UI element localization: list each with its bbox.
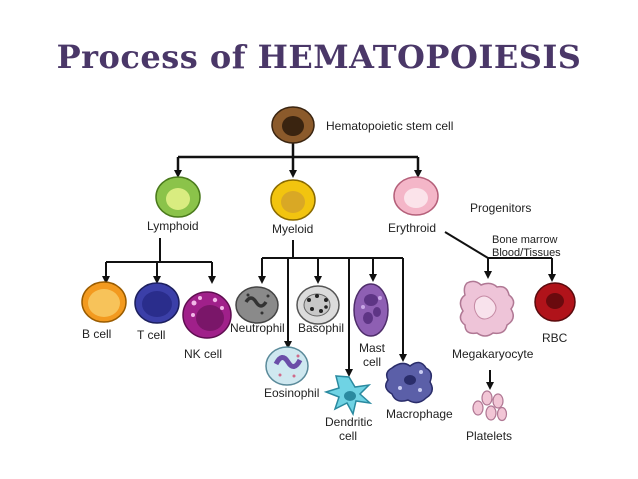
eosinophil-label: Eosinophil (264, 386, 319, 400)
stem-cell (271, 106, 315, 144)
lymphoid-label: Lymphoid (147, 219, 199, 233)
eosinophil (265, 346, 309, 386)
mast-cell (353, 283, 389, 337)
b-cell (81, 281, 127, 323)
nk-cell-label: NK cell (184, 347, 222, 361)
erythroid-label: Erythroid (388, 221, 436, 235)
lymphoid-connectors (102, 238, 216, 284)
platelets-label: Platelets (466, 429, 512, 443)
myeloid-progenitor (270, 179, 316, 221)
nk-cell (182, 291, 232, 339)
dendritic-cell (323, 375, 373, 417)
rbc (534, 282, 576, 322)
neutrophil (235, 286, 279, 324)
page-title: Process of HEMATOPOIESIS (56, 38, 582, 76)
b-cell-label: B cell (82, 327, 111, 341)
neutrophil-label: Neutrophil (230, 321, 285, 335)
macrophage-label: Macrophage (386, 407, 453, 421)
basophil (296, 285, 340, 325)
t-cell-label: T cell (137, 328, 165, 342)
dendritic-cell-label-2: cell (339, 429, 357, 443)
t-cell (134, 282, 180, 324)
basophil-label: Basophil (298, 321, 344, 335)
macrophage (385, 361, 433, 404)
mast-cell-label-1: Mast (359, 341, 386, 355)
progenitors-label: Progenitors (470, 201, 531, 215)
myeloid-connectors (258, 240, 407, 377)
stem-cell-label: Hematopoietic stem cell (326, 119, 453, 133)
blood-tissues-label: Blood/Tissues (492, 247, 561, 259)
erythroid-progenitor (393, 176, 439, 216)
lymphoid-progenitor (155, 176, 201, 218)
mast-cell-label-2: cell (363, 355, 381, 369)
megakaryocyte-label: Megakaryocyte (452, 347, 534, 361)
megakaryocyte (459, 280, 515, 337)
dendritic-cell-label-1: Dendritic (325, 415, 372, 429)
connectors (174, 142, 422, 178)
bone-marrow-label: Bone marrow (492, 234, 557, 246)
platelets (472, 390, 508, 422)
rbc-label: RBC (542, 331, 568, 345)
myeloid-label: Myeloid (272, 222, 313, 236)
erythroid-connectors (444, 231, 556, 390)
